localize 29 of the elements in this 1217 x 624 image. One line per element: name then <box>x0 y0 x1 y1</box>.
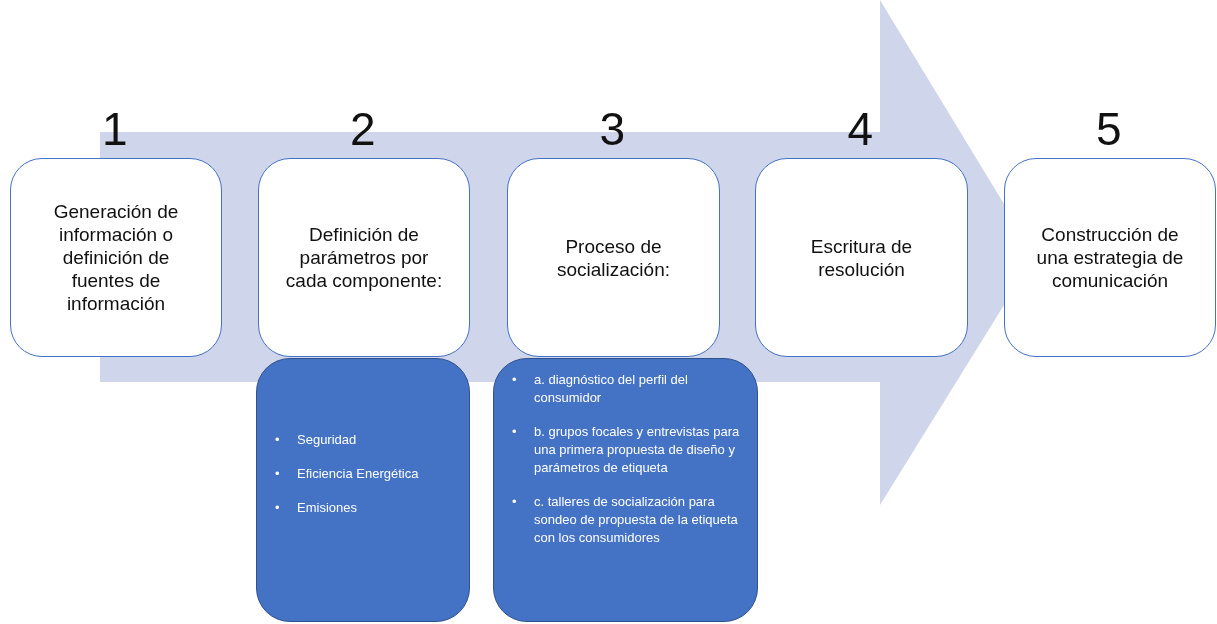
bullet-marker: • <box>512 493 518 511</box>
step-number: 3 <box>599 104 626 154</box>
bullet-marker: • <box>275 465 281 483</box>
bullet-text: a. diagnóstico del perfil del consumidor <box>534 371 689 407</box>
bullet-marker: • <box>512 371 518 389</box>
bullet-text: Seguridad <box>297 431 357 449</box>
step-number: 5 <box>1096 104 1122 154</box>
bullet-marker: • <box>512 423 518 441</box>
step-number: 1 <box>102 104 128 154</box>
step-title: Definición de parámetros por cada componente: <box>284 223 444 292</box>
step-title: Proceso de socialización: <box>556 234 671 281</box>
step-box <box>1004 158 1216 357</box>
bullet-marker: • <box>275 499 281 517</box>
step-box <box>755 158 968 357</box>
step-title: Escritura de resolución <box>809 234 914 281</box>
step-title: Generación de información o definición de fuentes de información <box>52 200 180 315</box>
step-title: Construcción de una estrategia de comunicación <box>1035 223 1185 292</box>
bullet-text: b. grupos focales y entrevistas para una primera propuesta de diseño y parámetros de etiqueta <box>534 423 741 477</box>
step-number: 4 <box>847 104 874 154</box>
step-box <box>507 158 720 357</box>
detail-box <box>493 358 758 622</box>
bullet-text: c. talleres de socialización para sondeo de propuesta de la etiqueta con los consumidores <box>534 493 739 547</box>
bullet-text: Emisiones <box>297 499 357 517</box>
step-box <box>10 158 222 357</box>
step-number: 2 <box>350 104 376 154</box>
detail-box <box>256 358 470 622</box>
step-box <box>258 158 470 357</box>
bullet-marker: • <box>275 431 281 449</box>
bullet-text: Eficiencia Energética <box>297 465 419 483</box>
